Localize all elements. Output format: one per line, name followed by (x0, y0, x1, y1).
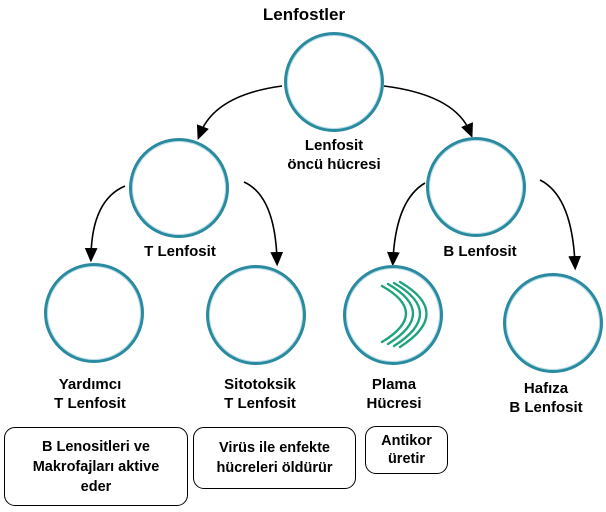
stem-cell-label: Lenfosit öncü hücresi (264, 136, 404, 174)
helper-description-line3: eder (80, 478, 112, 495)
arrow-t-to-helper (84, 185, 126, 263)
stem-cell-label-line2: öncü hücresi (287, 156, 381, 173)
plasma-cell-label-line1: Plama (371, 376, 417, 393)
arrow-t-to-cytotoxic (243, 181, 284, 267)
arrow-b-to-memory (539, 179, 582, 271)
memory-b-label: Hafıza B Lenfosit (486, 379, 606, 417)
cytotoxic-t-label-line1: Sitotoksik (224, 376, 296, 393)
plasma-description-box: Antikor üretir (365, 426, 448, 474)
memory-b-label-line1: Hafıza (523, 380, 569, 397)
arrow-b-to-plasma (387, 182, 426, 267)
b-lymphocyte-label: B Lenfosit (443, 243, 517, 260)
helper-t-circle (44, 263, 144, 363)
arrow-stem-to-b (383, 85, 473, 138)
t-lymphocyte-label: T Lenfosit (144, 243, 216, 260)
cytotoxic-t-label: Sitotoksik T Lenfosit (190, 375, 330, 413)
helper-description-line1: B Lenositleri ve (42, 438, 150, 455)
helper-t-label-line1: Yardımcı (58, 376, 122, 393)
arrow-stem-to-t (196, 85, 283, 140)
helper-t-label-line2: T Lenfosit (54, 395, 126, 412)
cytotoxic-description-line2: hücreleri öldürür (216, 460, 333, 476)
helper-description-line2: Makrofajları aktive (32, 458, 160, 475)
b-lymphocyte-circle (426, 137, 526, 237)
stem-cell-circle (284, 32, 384, 132)
helper-t-label: Yardımcı T Lenfosit (20, 375, 160, 413)
cytotoxic-description-line1: Virüs ile enfekte (219, 440, 330, 456)
cytotoxic-t-circle (206, 265, 306, 365)
helper-description-box: B Lenositleri ve Makrofajları aktive ede… (4, 427, 188, 506)
plasma-description-line1: Antikor (381, 433, 432, 449)
plasma-cell-label-line2: Hücresi (366, 395, 422, 412)
stem-cell-label-line1: Lenfosit (304, 137, 364, 154)
plasma-cell-label: Plama Hücresi (324, 375, 464, 413)
memory-b-label-line2: B Lenfosit (509, 399, 583, 416)
plasma-description-line2: üretir (387, 451, 426, 467)
t-lymphocyte-circle (129, 138, 229, 238)
cytotoxic-t-label-line2: T Lenfosit (224, 395, 296, 412)
memory-b-circle (503, 273, 603, 373)
diagram-title: Lenfostler (262, 5, 346, 24)
cytotoxic-description-box: Virüs ile enfekte hücreleri öldürür (193, 427, 356, 489)
